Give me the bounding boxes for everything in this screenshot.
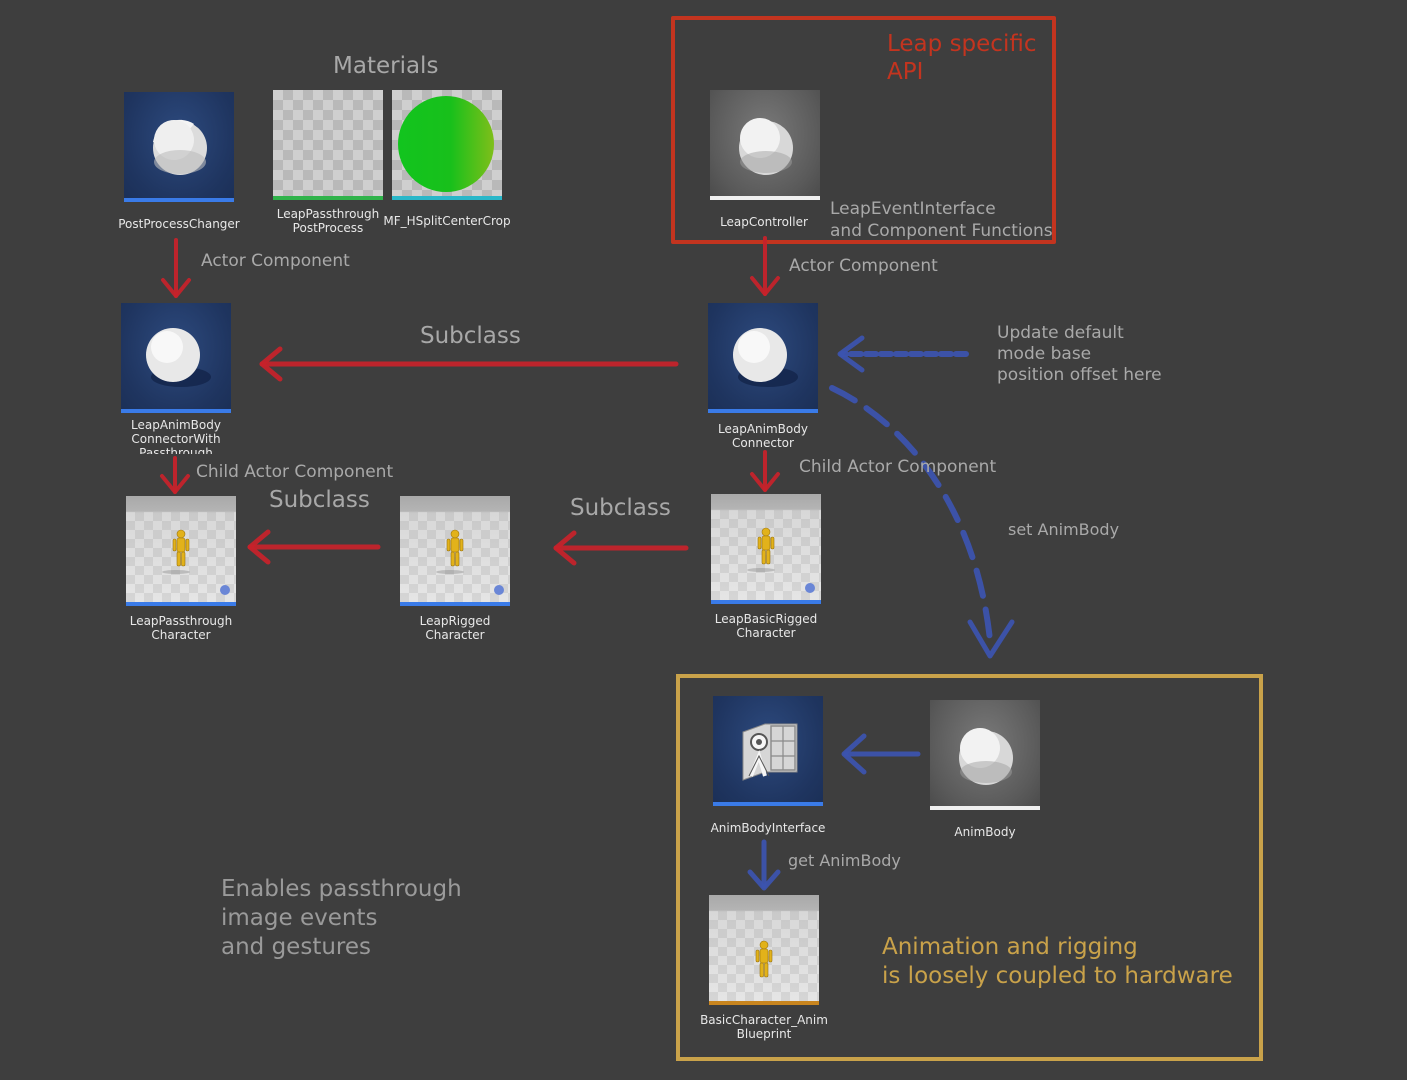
actor-component-right-note: Actor Component: [789, 256, 938, 276]
leap-specific-api-heading: Leap specific API: [887, 31, 1037, 85]
child-actor-right-note: Child Actor Component: [799, 457, 997, 477]
component-sphere-icon: [739, 118, 793, 175]
leap-passthrough-postprocess-label: LeapPassthrough PostProcess: [276, 207, 380, 235]
anim-body-connector-label: LeapAnimBody Connector: [718, 422, 808, 450]
left-arrow-head: [553, 530, 577, 566]
checker-material-icon: [273, 196, 383, 200]
green-sphere-icon: [398, 96, 494, 192]
mf-hsplit-asset[interactable]: [392, 90, 502, 200]
down-arrow-head: [160, 474, 190, 494]
leap-passthrough-postprocess-asset[interactable]: [273, 90, 383, 200]
enables-passthrough-note: Enables passthrough image events and ges…: [221, 876, 462, 960]
leap-passthrough-character-label: LeapPassthrough Character: [129, 614, 233, 642]
component-sphere-icon: [959, 728, 1013, 785]
leap-controller-label: LeapController: [720, 215, 808, 229]
post-process-changer-asset[interactable]: [124, 92, 234, 202]
anim-body-interface-label: AnimBodyInterface: [710, 821, 826, 835]
animation-group-box: [676, 674, 1263, 1061]
leap-event-interface-note: LeapEventInterface and Component Functio…: [830, 199, 1053, 241]
character-icon: [436, 529, 504, 595]
post-process-changer-label: PostProcessChanger: [118, 217, 240, 231]
subclass-mid-note: Subclass: [570, 495, 671, 521]
materials-heading: Materials: [333, 53, 439, 79]
character-icon: [755, 940, 773, 978]
child-actor-left-note: Child Actor Component: [196, 462, 394, 482]
anim-body-connector-passthrough-asset[interactable]: [121, 303, 231, 413]
animation-rigging-note: Animation and rigging is loosely coupled…: [882, 934, 1233, 989]
actor-component-left-note: Actor Component: [201, 251, 350, 271]
leap-passthrough-character-asset[interactable]: [126, 496, 236, 606]
anim-body-connector-asset[interactable]: [708, 303, 818, 413]
down-arrow-head: [750, 276, 780, 296]
down-arrow-head: [161, 278, 191, 298]
leap-rigged-character-label: LeapRigged Character: [419, 614, 491, 642]
subclass-left-note: Subclass: [269, 487, 370, 513]
interface-icon: [742, 723, 798, 781]
basic-character-anim-blueprint-asset[interactable]: [709, 895, 819, 1005]
left-arrow-head: [259, 346, 283, 382]
white-sphere-icon: [733, 328, 798, 387]
left-arrow-head: [247, 529, 271, 565]
leap-basic-rigged-character-label: LeapBasicRigged Character: [714, 612, 818, 640]
update-default-note: Update default mode base position offset…: [997, 323, 1162, 385]
update-default-arrow-head: [837, 335, 865, 373]
basic-character-anim-blueprint-label: BasicCharacter_Anim Blueprint: [700, 1013, 828, 1041]
anim-body-asset[interactable]: [930, 700, 1040, 810]
set-anim-body-arrow-head: [967, 619, 1015, 659]
white-sphere-icon: [146, 328, 211, 387]
character-icon: [747, 527, 815, 593]
set-anim-body-note: set AnimBody: [1008, 520, 1120, 539]
leap-basic-rigged-character-asset[interactable]: [711, 494, 821, 604]
anim-body-connector-passthrough-label: LeapAnimBody ConnectorWith Passthrough: [131, 418, 221, 454]
blueprint-sphere-icon: [153, 119, 207, 175]
set-anim-body-arrow-shaft: [829, 385, 993, 643]
leap-api-group-box: [671, 16, 1056, 244]
down-arrow-head: [750, 472, 780, 492]
anim-body-interface-asset[interactable]: [713, 696, 823, 806]
subclass-top-note: Subclass: [420, 323, 521, 349]
character-icon: [162, 529, 230, 595]
leap-rigged-character-asset[interactable]: [400, 496, 510, 606]
anim-body-label: AnimBody: [954, 825, 1016, 839]
leap-controller-asset[interactable]: [710, 90, 820, 200]
mf-hsplit-label: MF_HSplitCenterCrop: [383, 214, 511, 228]
get-anim-body-note: get AnimBody: [788, 851, 901, 870]
